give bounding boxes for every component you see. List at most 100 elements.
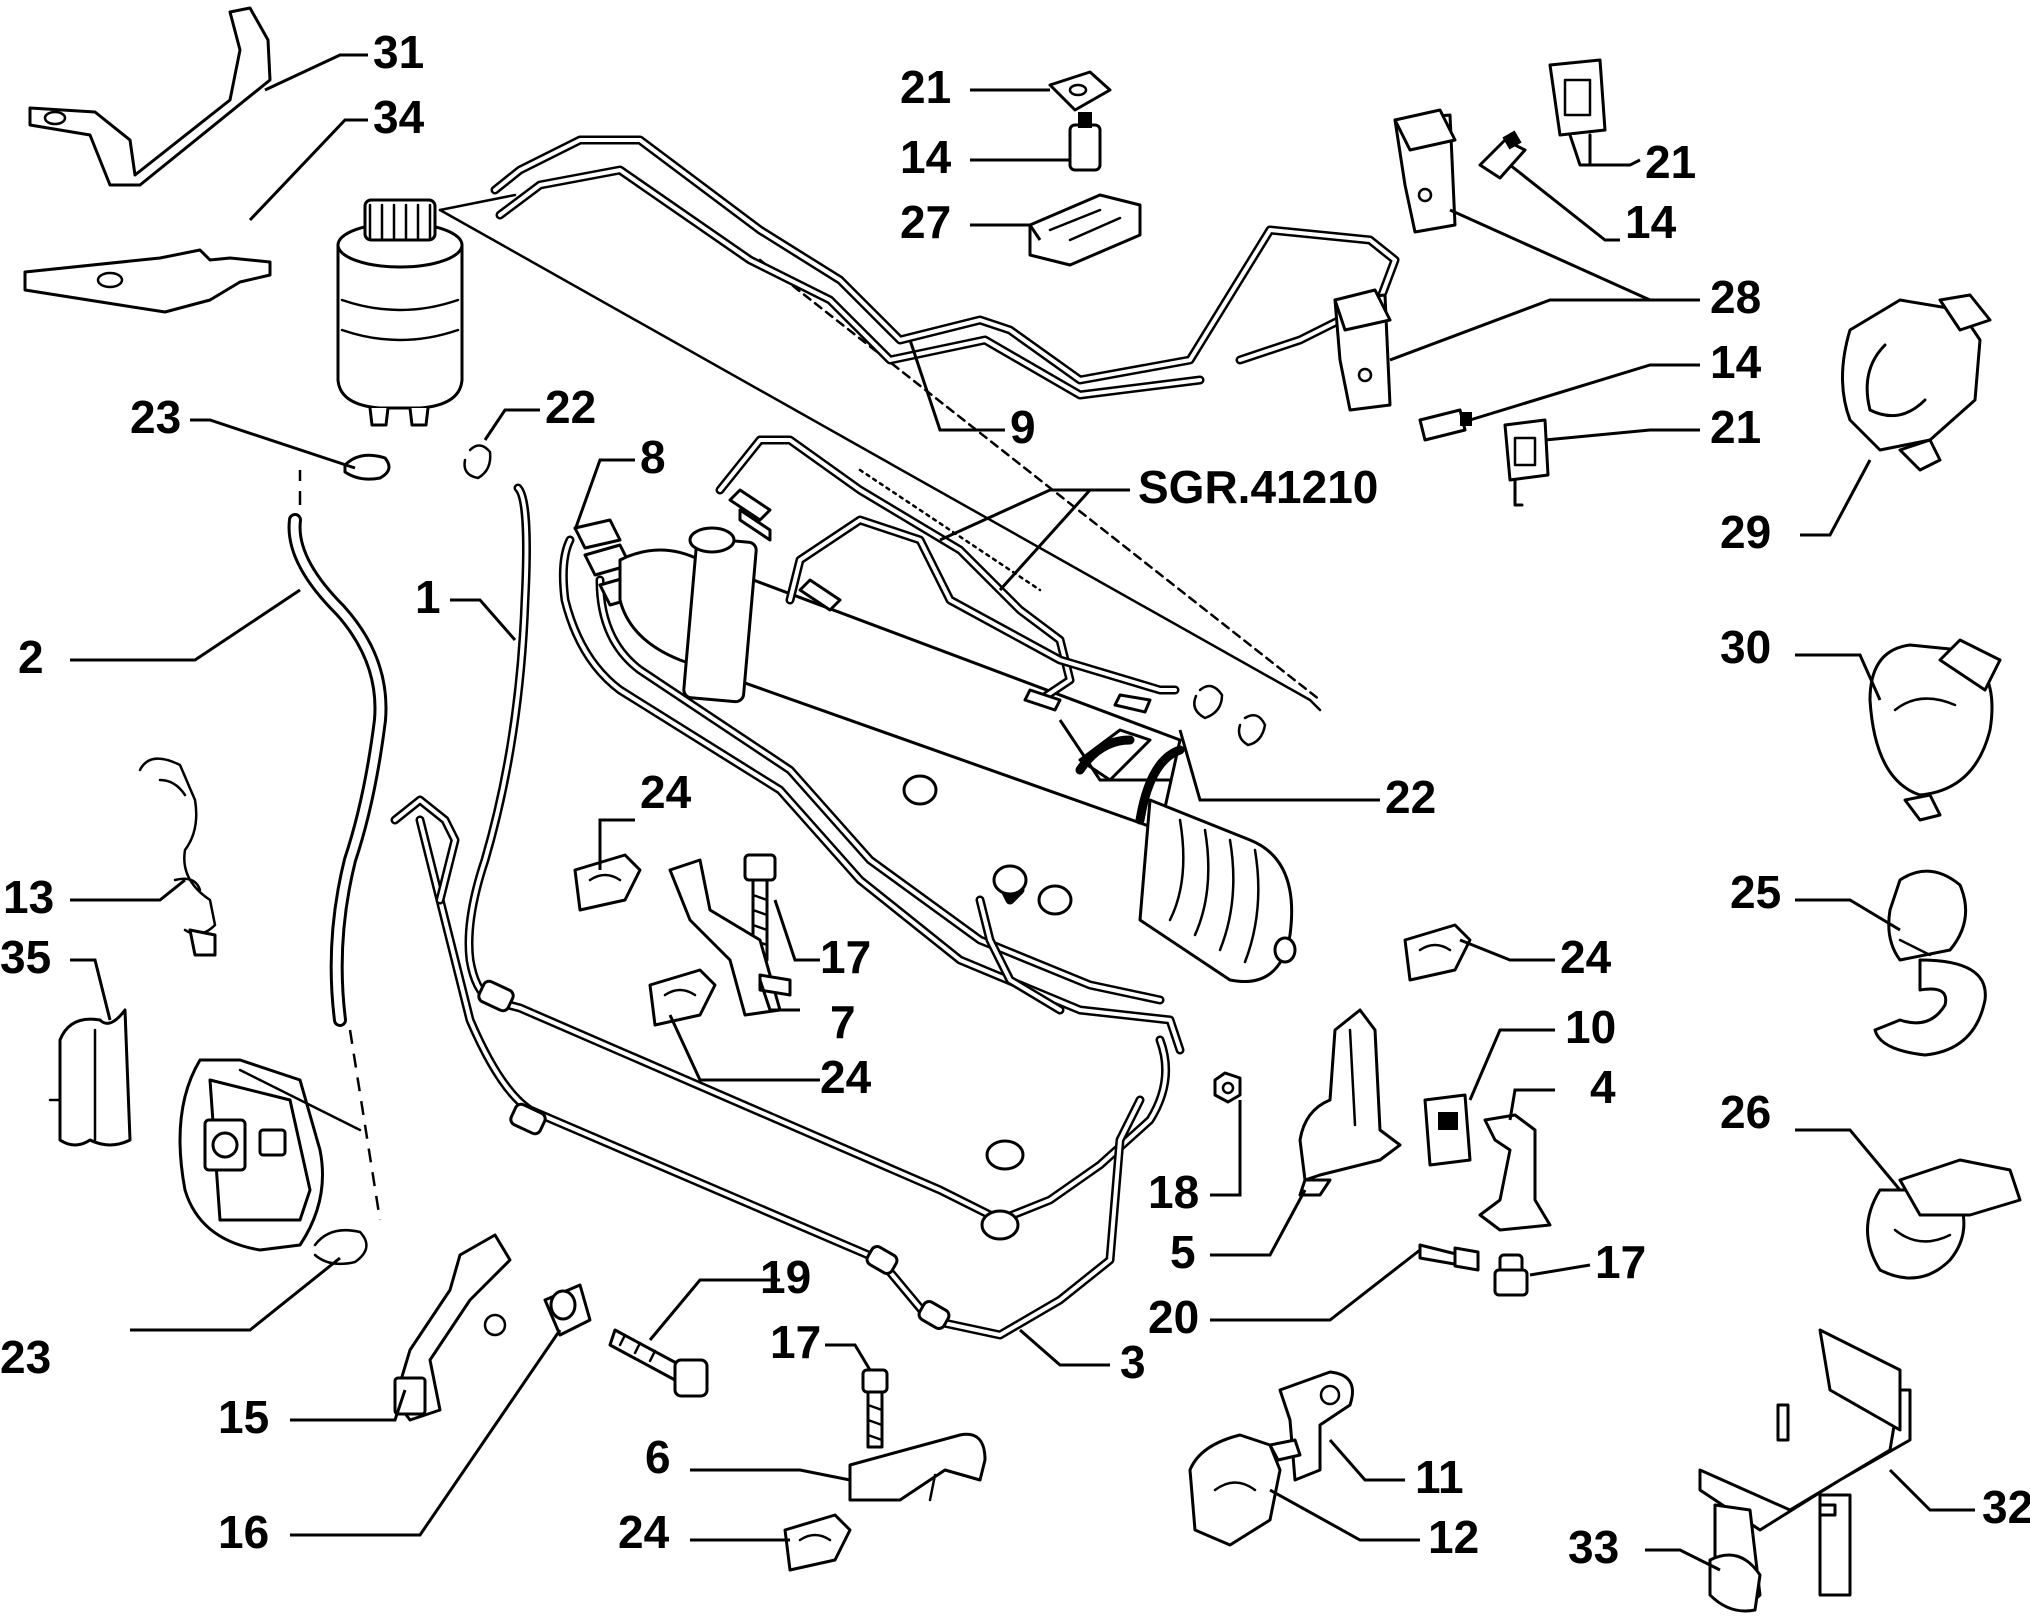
bracket-15 bbox=[393, 1233, 512, 1422]
cover-35 bbox=[48, 1008, 132, 1147]
callout-20: 20 bbox=[1148, 1291, 1199, 1343]
clip-33 bbox=[1708, 1503, 1762, 1613]
bolt-17-right bbox=[1493, 1253, 1529, 1297]
callout-9: 9 bbox=[1010, 401, 1036, 453]
hose-clamp-23-bottom bbox=[313, 1228, 368, 1266]
callout-18: 18 bbox=[1148, 1166, 1199, 1218]
sensor-14-right-bottom bbox=[1418, 408, 1472, 442]
bracket-27 bbox=[1028, 193, 1142, 267]
bracket-28-top bbox=[1393, 108, 1457, 234]
callout-6: 6 bbox=[645, 1431, 671, 1483]
callout-3: 3 bbox=[1120, 1336, 1146, 1388]
callout-4: 4 bbox=[1590, 1061, 1616, 1113]
bolt-17-bottom bbox=[861, 1368, 889, 1449]
clip-12 bbox=[1188, 1433, 1302, 1547]
callout-21-right-bottom: 21 bbox=[1710, 401, 1761, 453]
clip-26 bbox=[1866, 1158, 2022, 1280]
pipe-line-3 bbox=[390, 795, 1171, 1340]
clamp-13 bbox=[138, 757, 217, 957]
pipe-9 bbox=[490, 135, 1400, 400]
callout-12: 12 bbox=[1428, 1511, 1479, 1563]
clip-21-right-bottom bbox=[1503, 418, 1550, 507]
bracket-31 bbox=[28, 6, 272, 187]
bracket-6 bbox=[848, 1432, 987, 1502]
callout-labels: 31 34 23 22 2 1 8 9 21 14 27 21 14 28 14… bbox=[0, 26, 2030, 1573]
callout-25: 25 bbox=[1730, 866, 1781, 918]
callout-32: 32 bbox=[1982, 1481, 2030, 1533]
leader-lines bbox=[70, 53, 1975, 1572]
callout-28: 28 bbox=[1710, 271, 1761, 323]
ring-22-right bbox=[1193, 684, 1267, 747]
clip-21-top bbox=[1048, 70, 1112, 112]
callout-17-center: 17 bbox=[820, 931, 871, 983]
nut-18 bbox=[1213, 1071, 1242, 1104]
callout-22-right: 22 bbox=[1385, 771, 1436, 823]
callout-19: 19 bbox=[760, 1251, 811, 1303]
clip-24-bottom bbox=[783, 1513, 852, 1572]
callout-14-right-top: 14 bbox=[1625, 196, 1677, 248]
bracket-4 bbox=[1478, 1113, 1552, 1232]
callout-7: 7 bbox=[830, 996, 856, 1048]
callout-14-right-bottom: 14 bbox=[1710, 336, 1762, 388]
callout-24-bottom: 24 bbox=[618, 1506, 670, 1558]
callout-17-right: 17 bbox=[1595, 1236, 1646, 1288]
clip-29 bbox=[1841, 293, 1992, 472]
sgr-reference-frame bbox=[438, 193, 1322, 712]
bracket-28-bottom bbox=[1333, 288, 1392, 412]
callout-5: 5 bbox=[1170, 1226, 1196, 1278]
pipe-to-rack bbox=[558, 535, 1185, 1055]
clip-24-right bbox=[1403, 923, 1472, 982]
power-steering-pump bbox=[178, 1058, 362, 1252]
callout-31: 31 bbox=[373, 26, 424, 78]
callout-34: 34 bbox=[373, 91, 425, 143]
bolt-19 bbox=[608, 1328, 709, 1398]
steering-rack bbox=[618, 526, 1297, 983]
callout-29: 29 bbox=[1720, 506, 1771, 558]
callout-30: 30 bbox=[1720, 621, 1771, 673]
fitting-16 bbox=[543, 1283, 592, 1337]
callout-22-top: 22 bbox=[545, 381, 596, 433]
callout-24-right: 24 bbox=[1560, 931, 1612, 983]
bracket-5 bbox=[1298, 1008, 1402, 1197]
bracket-34 bbox=[23, 248, 272, 314]
callout-23-bottom: 23 bbox=[0, 1331, 51, 1383]
bracket-32 bbox=[1698, 1328, 1912, 1597]
sensor-14-top bbox=[1068, 112, 1102, 172]
callout-10: 10 bbox=[1565, 1001, 1616, 1053]
bracket-10 bbox=[1423, 1093, 1472, 1167]
sgr-pipes bbox=[715, 435, 1180, 714]
callout-13: 13 bbox=[3, 871, 54, 923]
callout-14-top: 14 bbox=[900, 131, 952, 183]
callout-11: 11 bbox=[1415, 1451, 1464, 1503]
callout-21-right-top: 21 bbox=[1645, 136, 1696, 188]
bracket-11 bbox=[1278, 1370, 1354, 1482]
clip-25 bbox=[1873, 869, 1987, 1057]
callout-8: 8 bbox=[640, 431, 666, 483]
callout-15: 15 bbox=[218, 1391, 269, 1443]
callout-16: 16 bbox=[218, 1506, 269, 1558]
reference-sgr: SGR.41210 bbox=[1138, 461, 1378, 513]
clip-24-b bbox=[648, 968, 717, 1027]
callout-1: 1 bbox=[415, 571, 441, 623]
callout-17-bottom: 17 bbox=[770, 1316, 821, 1368]
clip-30 bbox=[1868, 638, 2002, 822]
callout-21-top: 21 bbox=[900, 61, 951, 113]
ring-22-top bbox=[463, 444, 492, 480]
callout-26: 26 bbox=[1720, 1086, 1771, 1138]
return-hose-2 bbox=[287, 513, 388, 1027]
bolt-20 bbox=[1418, 1243, 1480, 1272]
callout-24-a: 24 bbox=[640, 766, 692, 818]
callout-2: 2 bbox=[18, 631, 44, 683]
hose-clamp-23-top bbox=[343, 453, 391, 481]
callout-27: 27 bbox=[900, 196, 951, 248]
callout-33: 33 bbox=[1568, 1521, 1619, 1573]
sensor-14-right-top bbox=[1478, 130, 1527, 180]
callout-24-b: 24 bbox=[820, 1051, 872, 1103]
callout-35: 35 bbox=[0, 931, 51, 983]
clip-24-a bbox=[573, 853, 642, 912]
clip-21-right-top bbox=[1548, 58, 1607, 167]
fluid-reservoir bbox=[336, 198, 464, 427]
callout-23-top: 23 bbox=[130, 391, 181, 443]
pressure-hose-1 bbox=[464, 483, 531, 1005]
